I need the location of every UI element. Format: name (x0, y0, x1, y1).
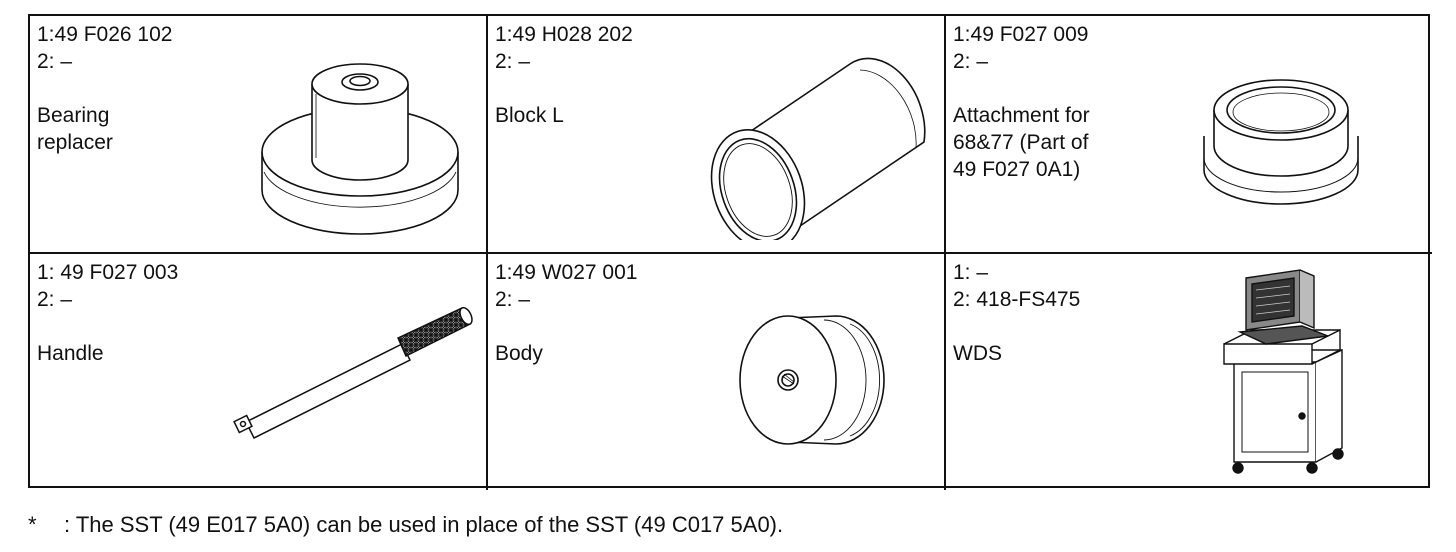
tool-cell-wds: 1: – 2: 418-FS475 WDS (946, 254, 1432, 490)
footnote-marker: * (28, 512, 37, 537)
tool-info: 1:49 W027 001 2: – Body (495, 259, 695, 367)
tool-cell-bearing-replacer: 1:49 F026 102 2: – Bearing replacer (30, 16, 488, 254)
tool-name: Handle (37, 342, 104, 365)
wds-cart-icon (1216, 266, 1356, 476)
tool-cell-handle: 1: 49 F027 003 2: – Handle (30, 254, 488, 490)
tool-info: 1:49 H028 202 2: – Block L (495, 21, 695, 129)
tool-code-1: 1:49 F026 102 (37, 23, 173, 46)
tool-code-2: 2: – (953, 50, 989, 73)
tool-cell-body: 1:49 W027 001 2: – Body (488, 254, 946, 490)
tool-name: Attachment for 68&77 (Part of 49 F027 0A… (953, 104, 1090, 181)
tool-code-2: 2: – (37, 288, 73, 311)
footnote: * : The SST (49 E017 5A0) can be used in … (28, 510, 783, 540)
tool-code-2: 2: – (495, 50, 531, 73)
tool-code-1: 1: – (953, 261, 989, 284)
tool-info: 1: 49 F027 003 2: – Handle (37, 259, 237, 367)
footnote-text: : The SST (49 E017 5A0) can be used in p… (64, 512, 784, 537)
bearing-replacer-icon (250, 42, 470, 242)
tool-code-1: 1:49 F027 009 (953, 23, 1089, 46)
tool-code-1: 1:49 H028 202 (495, 23, 633, 46)
attachment-icon (1196, 66, 1366, 216)
tool-code-2: 2: – (37, 50, 73, 73)
handle-icon (226, 290, 476, 440)
tool-code-2: 2: 418-FS475 (953, 288, 1081, 311)
tool-name: WDS (953, 342, 1002, 365)
tool-code-1: 1:49 W027 001 (495, 261, 638, 284)
tool-info: 1: – 2: 418-FS475 WDS (953, 259, 1153, 367)
tool-code-2: 2: – (495, 288, 531, 311)
tool-code-1: 1: 49 F027 003 (37, 261, 179, 284)
tool-cell-block-l: 1:49 H028 202 2: – Block L (488, 16, 946, 254)
special-tools-table: 1:49 F026 102 2: – Bearing replacer 1:4 (28, 14, 1432, 490)
block-l-icon (710, 30, 930, 240)
tool-name: Block L (495, 104, 564, 127)
tool-name: Body (495, 342, 543, 365)
body-icon (732, 310, 892, 450)
tool-info: 1:49 F026 102 2: – Bearing replacer (37, 21, 237, 156)
tool-name: Bearing replacer (37, 104, 113, 154)
tool-info: 1:49 F027 009 2: – Attachment for 68&77 … (953, 21, 1153, 183)
tool-cell-attachment: 1:49 F027 009 2: – Attachment for 68&77 … (946, 16, 1432, 254)
